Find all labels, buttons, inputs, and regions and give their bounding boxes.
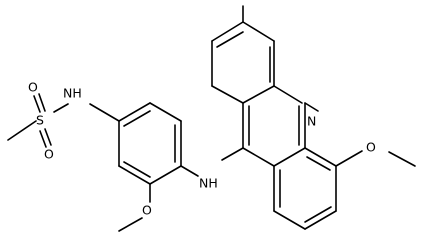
acridine-nitrogen-label: N [307, 114, 316, 129]
sulfonyl-sulfur-label: S [36, 113, 44, 128]
linker-nh-label: NH [199, 176, 218, 191]
bond-lines [7, 5, 416, 232]
sulfonamide-nh-label: NH [63, 86, 82, 101]
methoxy-oxygen-label-top: O [366, 140, 376, 155]
methoxy-oxygen-label-bottom: O [142, 203, 152, 218]
atom-labels: N O NH NH S O O O [28, 80, 376, 218]
sulfonyl-oxygen-label-upper: O [28, 80, 38, 95]
sulfonyl-oxygen-label-lower: O [44, 147, 54, 162]
